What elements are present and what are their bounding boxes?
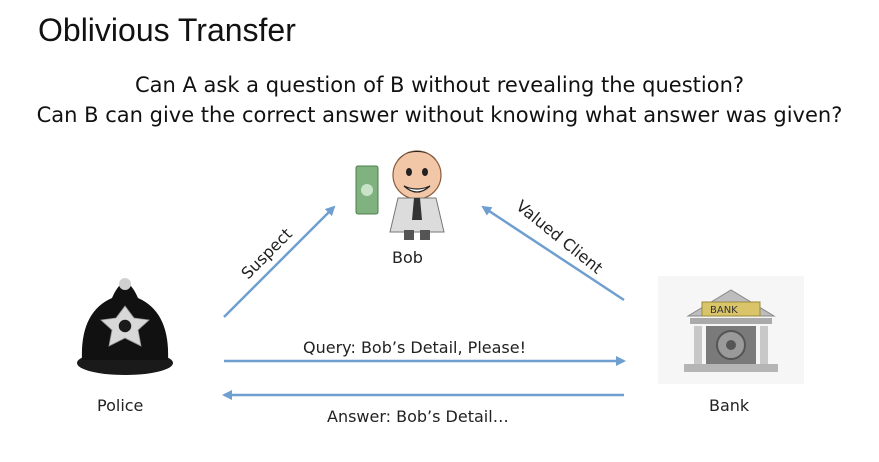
question-2: Can B can give the correct answer withou… (36, 103, 843, 127)
slide-title: Oblivious Transfer (38, 12, 296, 48)
query-label: Query: Bob’s Detail, Please! (303, 338, 526, 357)
question-1: Can A ask a question of B without reveal… (134, 73, 745, 97)
valued-client-arrow (481, 205, 625, 302)
bank-building-icon: BANK (658, 276, 804, 384)
bob-label: Bob (392, 248, 423, 267)
bank-label: Bank (709, 396, 750, 415)
police-label: Police (97, 396, 143, 415)
bank-sign-text: BANK (710, 305, 738, 316)
police-helmet-icon (77, 278, 173, 375)
bob-businessman-icon (355, 150, 445, 240)
suspect-arrow (223, 205, 336, 318)
answer-label: Answer: Bob’s Detail… (327, 407, 509, 426)
